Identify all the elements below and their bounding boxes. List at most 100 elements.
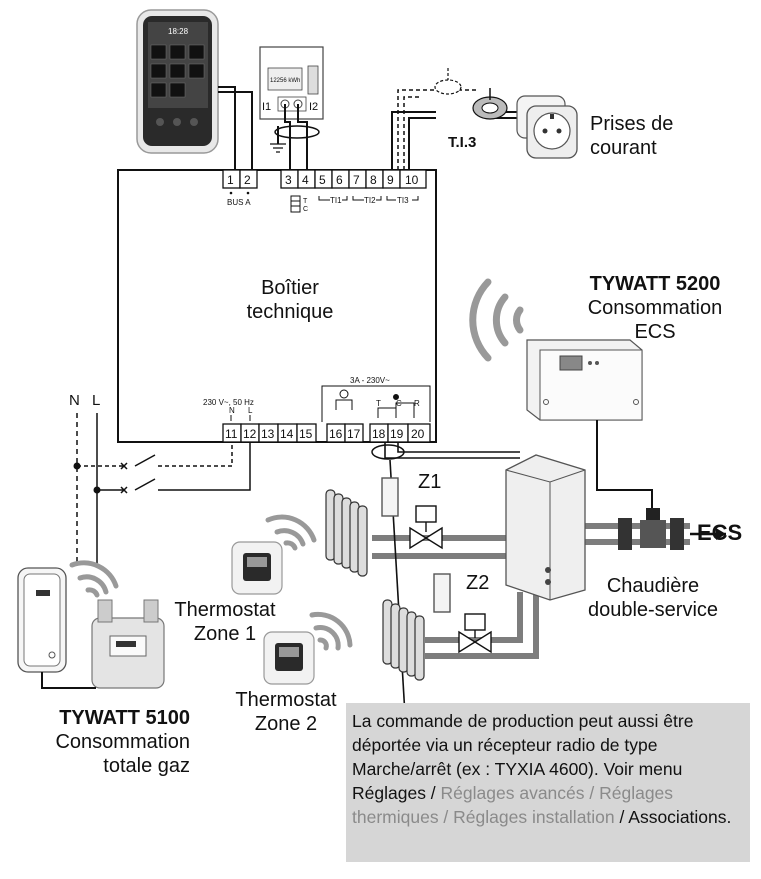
note-menu-path: Réglages avan­cés / Réglages thermiques … [352,783,674,827]
terminal-13: 13 [261,427,275,441]
current-transformer-dashed [434,68,462,95]
terminal-7: 7 [353,173,360,187]
power-l-label: L [248,406,253,415]
relay-cable-loop [371,444,405,460]
thermostat1-line1: Thermostat [174,599,276,621]
outlets-label-line1: Prises de [590,113,674,135]
gas-meter [91,599,165,689]
power-outlet-icon [516,95,578,159]
ecs-pipe-fittings [618,508,726,550]
thermostat1-label: Thermostat Zone 1 [166,598,284,646]
radio-waves-thermostat2 [309,611,353,651]
outlets-label: Prises de courant [590,112,673,160]
outlets-label-line2: courant [590,137,657,159]
note-text: La commande de production peut aussi êtr… [352,711,694,803]
box-title-line2: technique [246,301,334,323]
terminal-9: 9 [387,173,394,187]
zone2-label: Z2 [466,572,490,594]
valve-zone2 [433,573,492,654]
mains-wiring [76,413,251,565]
tablet-app-grid-icon [150,44,205,98]
thermostat1-line2: Zone 1 [193,623,257,645]
terminal-16: 16 [329,427,343,441]
terminal-11: 11 [225,427,238,441]
valve-zone1 [381,477,443,550]
power-n-label: N [229,406,235,415]
wires-dashed [397,89,478,170]
terminal-5: 5 [319,173,326,187]
boiler [505,454,586,601]
terminal-8: 8 [370,173,377,187]
meter-i1: I1 [262,101,271,113]
top-terminal-strip [222,169,427,189]
terminal-19: 19 [390,427,404,441]
tywatt5200-label: TYWATT 5200 Consommation ECS [570,272,740,344]
note-text-end: / Associations. [614,807,732,827]
box-title: Boîtier technique [230,276,350,324]
terminal-17: 17 [347,427,361,441]
tablet: 18:28 [136,9,219,154]
terminal-10: 10 [405,173,419,187]
mains-l-label: L [92,392,101,409]
boiler-label: Chaudière double-service [578,574,728,622]
tywatt5200-cable [596,420,653,515]
meter-reading: 12256 kWh [270,78,300,84]
tywatt5100-line1: Consommation [55,731,190,753]
zone1-label: Z1 [418,471,442,493]
terminal-1: 1 [227,173,234,187]
meter-i2: I2 [309,101,318,113]
ti2-label: TI2 [364,196,376,205]
box-title-line1: Boîtier [261,277,319,299]
relay-rating: 3A - 230V~ [350,376,390,385]
terminal-12: 12 [243,427,257,441]
power-arrows [230,415,251,421]
terminal-6: 6 [336,173,343,187]
relay-bracket [321,385,431,422]
thermostat2-line2: Zone 2 [254,713,318,735]
radiator-zone1 [325,489,368,577]
ecs-label: ECS [697,520,743,545]
tywatt5100-cable [41,672,96,689]
thermostat2-line1: Thermostat [235,689,337,711]
tywatt5200-line2: ECS [634,321,676,343]
tablet-time: 18:28 [168,27,189,36]
current-transformer-ti3 [472,88,508,120]
boiler-line2: double-service [587,599,719,621]
terminal-3: 3 [285,173,292,187]
tywatt5200-name: TYWATT 5200 [589,273,721,295]
tywatt5100-module [17,567,67,673]
radio-waves-tywatt5200 [469,278,524,362]
cable-loop [274,125,320,139]
tywatt5100-name: TYWATT 5100 [59,707,190,729]
terminal-14: 14 [280,427,294,441]
tywatt5200-module [526,339,643,421]
power-label: 230 V~, 50 Hz [203,398,254,407]
zone-wires [384,442,520,716]
sensor-ti3-label: T.I.3 [448,134,476,151]
bottom-terminal-strip [222,423,431,443]
radio-waves-thermostat1 [265,514,317,551]
relay-c-label: C [396,399,402,408]
terminal-2: 2 [244,173,251,187]
mains-n-label: N [69,392,80,409]
tywatt5100-line2: totale gaz [103,755,190,777]
terminal-20: 20 [411,427,425,441]
bus-a-label: BUS A [227,198,251,207]
radiator-zone2 [382,599,425,681]
thermostat2-label: Thermostat Zone 2 [227,688,345,736]
terminal-18: 18 [372,427,386,441]
thermostat-zone1-device [231,541,283,595]
terminal-numbers: 1 2 3 4 5 6 7 8 9 10 11 12 13 14 15 16 1… [225,173,425,441]
thermostat-zone2-device [263,631,315,685]
tywatt5100-label: TYWATT 5100 Consommation totale gaz [20,706,190,778]
terminal-15: 15 [299,427,313,441]
relay-r-label: R [414,399,420,408]
boiler-line1: Chaudière [606,575,700,597]
tywatt5200-line1: Consommation [587,297,723,319]
ti1-label: TI1 [330,196,342,205]
terminal-sub-labels [229,191,419,213]
terminal-4: 4 [302,173,309,187]
radio-waves-tywatt5100 [69,560,119,598]
sensor-c-mark: C [303,206,308,213]
